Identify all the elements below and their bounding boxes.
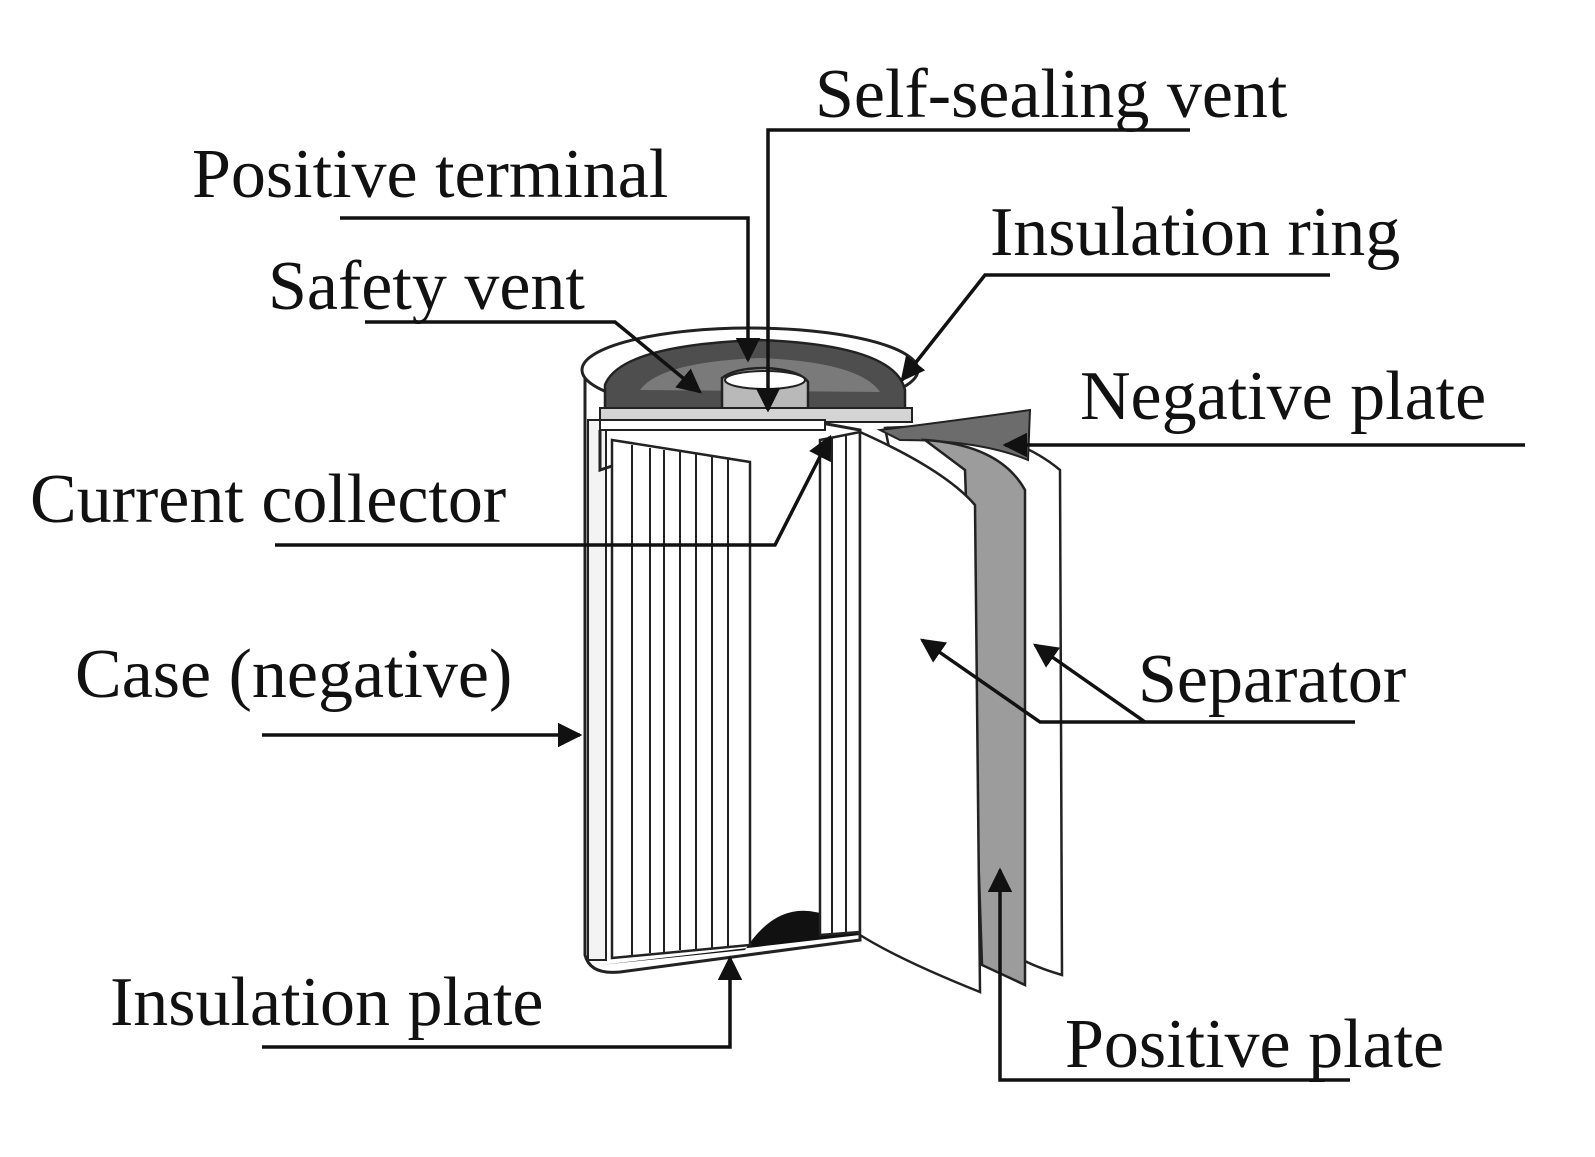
leader-current-collector [275,434,832,547]
leader-lines [262,128,1525,1082]
leader-positive-plate [987,867,1350,1082]
label-positive-plate: Positive plate [1065,1006,1445,1083]
leader-positive-terminal [340,216,761,363]
leader-separator-rear [1032,643,1147,724]
label-case-negative: Case (negative) [75,636,513,713]
label-self-sealing-vent: Self-sealing vent [815,56,1288,133]
leader-safety-vent [365,320,702,394]
label-negative-plate: Negative plate [1080,358,1487,435]
unrolled-sheets [858,408,1064,994]
label-positive-terminal: Positive terminal [192,136,669,213]
label-current-collector: Current collector [30,461,507,538]
label-safety-vent: Safety vent [268,248,585,325]
core-layers [818,430,862,937]
leader-self-sealing-vent [755,128,1190,413]
leader-insulation-plate [262,955,743,1049]
leader-separator-front [919,638,1355,724]
leader-insulation-ring [900,273,1330,382]
rolled-layers-left [610,438,752,960]
label-insulation-plate: Insulation plate [110,964,544,1041]
label-separator: Separator [1138,641,1407,718]
label-insulation-ring: Insulation ring [990,194,1401,271]
